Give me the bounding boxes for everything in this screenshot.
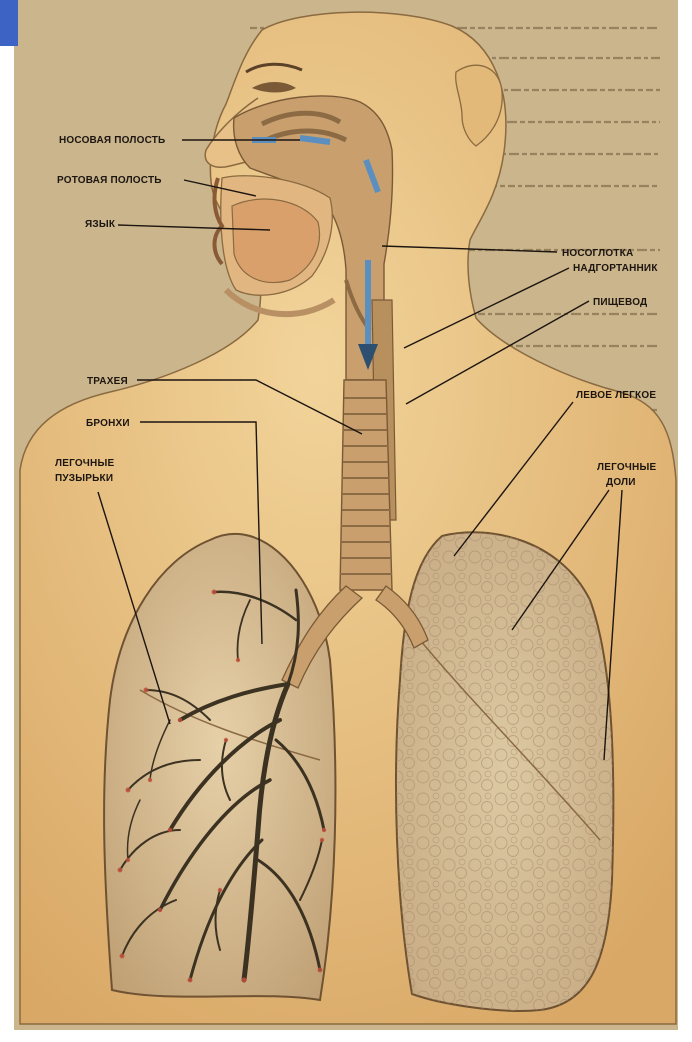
label-nasopharynx: НОСОГЛОТКА xyxy=(562,248,633,259)
alveoli-texture xyxy=(396,532,613,1011)
label-esophagus: ПИЩЕВОД xyxy=(593,297,647,308)
label-nasal-cavity: НОСОВАЯ ПОЛОСТЬ xyxy=(59,135,165,146)
label-lobes-line2: ДОЛИ xyxy=(606,477,636,488)
label-epiglottis: НАДГОРТАННИК xyxy=(573,263,658,274)
label-bronchi: БРОНХИ xyxy=(86,418,130,429)
label-tongue: ЯЗЫК xyxy=(85,219,116,230)
corner-tab xyxy=(0,0,18,46)
label-oral-cavity: РОТОВАЯ ПОЛОСТЬ xyxy=(57,175,162,186)
label-alveoli-line1: ЛЕГОЧНЫЕ xyxy=(55,458,114,469)
airflow-arrow xyxy=(300,138,330,142)
label-left-lung: ЛЕВОЕ ЛЕГКОЕ xyxy=(576,390,656,401)
label-alveoli-line2: ПУЗЫРЬКИ xyxy=(55,473,113,484)
label-trachea: ТРАХЕЯ xyxy=(87,376,128,387)
label-lobes-line1: ЛЕГОЧНЫЕ xyxy=(597,462,656,473)
